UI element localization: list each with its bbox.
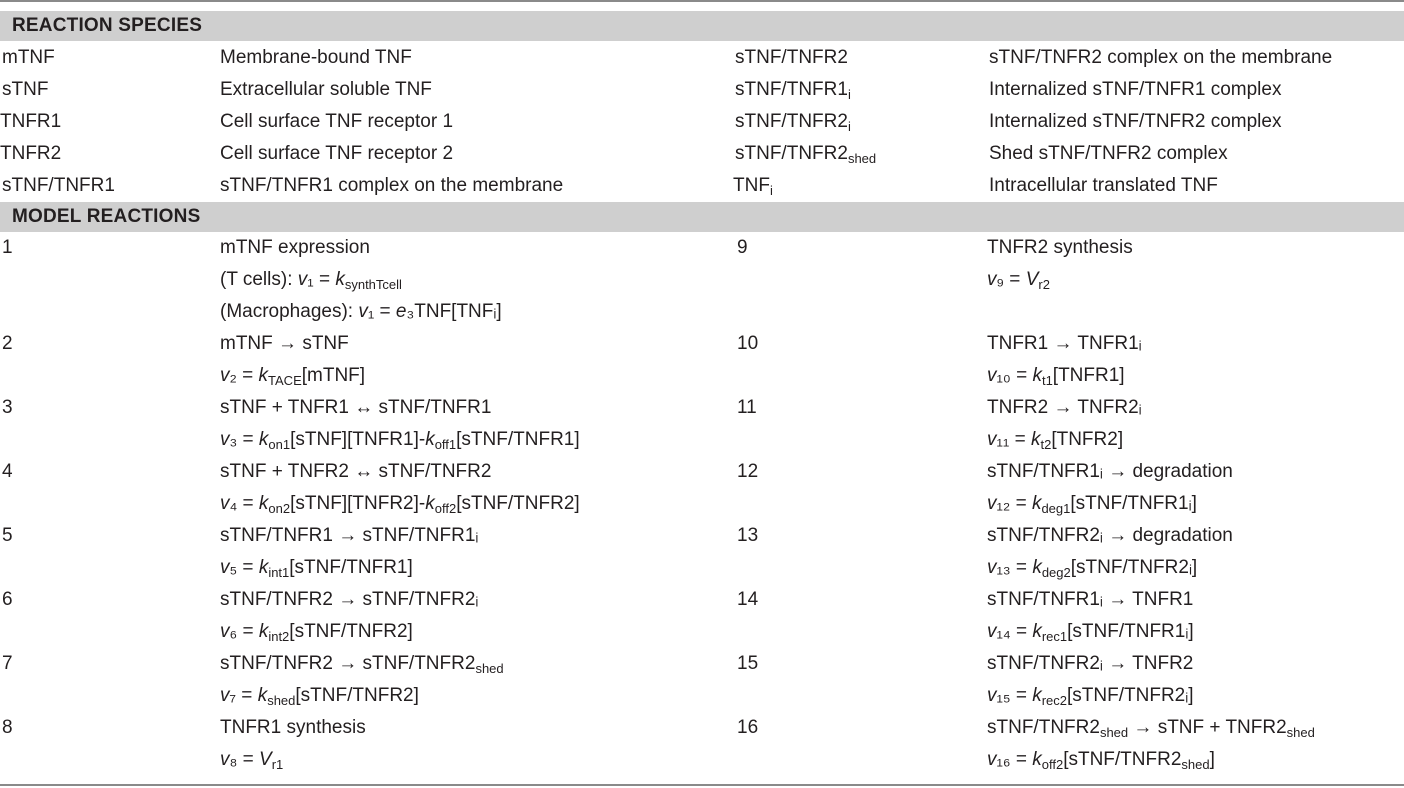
- species-abbr: TNFR1: [0, 111, 62, 132]
- reaction-equation: sTNF/TNFR2shed → sTNF + TNFR2shed: [987, 717, 1315, 740]
- species-abbr-text: sTNF/TNFR2: [735, 143, 848, 164]
- reaction-equation: TNFR2 → TNFR2ᵢ: [987, 397, 1142, 418]
- reaction-rate: v₁₆ = koff2[sTNF/TNFR2shed]: [987, 749, 1215, 772]
- reaction-rate: v₁₂ = kdeg1[sTNF/TNFR1ᵢ]: [987, 493, 1197, 516]
- reaction-rate: v₈ = Vr1: [220, 749, 284, 772]
- reaction-number: 15: [737, 653, 759, 674]
- reaction-number: 6: [2, 589, 13, 610]
- reaction-number: 9: [737, 237, 748, 258]
- reaction-equation: sTNF/TNFR1ᵢ → degradation: [987, 461, 1233, 482]
- reaction-number: 14: [737, 589, 759, 610]
- reaction-equation: sTNF/TNFR1ᵢ → TNFR1: [987, 589, 1194, 610]
- species-desc: Internalized sTNF/TNFR2 complex: [989, 111, 1282, 132]
- reaction-rate: (Macrophages): v₁ = e₃TNF[TNFᵢ]: [220, 301, 502, 322]
- reaction-number: 13: [737, 525, 759, 546]
- reaction-number: 5: [2, 525, 13, 546]
- reaction-equation: mTNF expression: [220, 237, 370, 258]
- reaction-number: 16: [737, 717, 759, 738]
- species-abbr: sTNF: [2, 79, 49, 100]
- reaction-number: 3: [2, 397, 13, 418]
- species-abbr-subscript: i: [847, 87, 851, 102]
- reaction-equation: sTNF + TNFR1 ↔ sTNF/TNFR1: [220, 397, 492, 418]
- reaction-number: 8: [2, 717, 13, 738]
- top-rule: [0, 0, 1404, 2]
- species-desc: sTNF/TNFR1 complex on the membrane: [220, 175, 564, 196]
- species-desc: Cell surface TNF receptor 1: [220, 111, 454, 132]
- reaction-equation: TNFR1 synthesis: [220, 717, 366, 738]
- reaction-rate: v₉ = Vr2: [987, 269, 1050, 292]
- species-abbr-subscript: i: [847, 119, 851, 134]
- reaction-equation: sTNF/TNFR1 → sTNF/TNFR1ᵢ: [220, 525, 479, 546]
- species-abbr-subscript: i: [769, 183, 773, 198]
- reaction-rate: v₂ = kTACE[mTNF]: [220, 365, 366, 388]
- reaction-number: 12: [737, 461, 759, 482]
- species-abbr: TNFi: [733, 175, 773, 197]
- species-abbr: mTNF: [2, 47, 55, 68]
- reaction-rate: v₁₃ = kdeg2[sTNF/TNFR2ᵢ]: [987, 557, 1198, 580]
- species-abbr-text: sTNF/TNFR2: [735, 47, 848, 68]
- species-abbr: sTNF/TNFR2: [735, 47, 848, 69]
- reaction-equation: sTNF/TNFR2ᵢ → degradation: [987, 525, 1233, 546]
- species-abbr-subscript: shed: [847, 151, 877, 166]
- species-desc: Intracellular translated TNF: [989, 175, 1218, 196]
- reaction-equation: mTNF → sTNF: [220, 333, 349, 354]
- reaction-number: 11: [737, 397, 757, 418]
- species-desc: Shed sTNF/TNFR2 complex: [989, 143, 1228, 164]
- reaction-rate: v₆ = kint2[sTNF/TNFR2]: [220, 621, 413, 644]
- reaction-equation: sTNF + TNFR2 ↔ sTNF/TNFR2: [220, 461, 492, 482]
- species-desc: Extracellular soluble TNF: [220, 79, 432, 100]
- section-header-species: REACTION SPECIES: [0, 11, 1404, 41]
- species-desc: Cell surface TNF receptor 2: [220, 143, 454, 164]
- reaction-rate: v₁₅ = krec2[sTNF/TNFR2ᵢ]: [987, 685, 1194, 708]
- reaction-rate: v₁₀ = kt1[TNFR1]: [987, 365, 1125, 388]
- reaction-rate: v₃ = kon1[sTNF][TNFR1]-koff1[sTNF/TNFR1]: [220, 429, 580, 452]
- species-abbr: sTNF/TNFR1i: [735, 79, 851, 101]
- reaction-equation: TNFR2 synthesis: [987, 237, 1133, 258]
- species-desc: Internalized sTNF/TNFR1 complex: [989, 79, 1282, 100]
- reaction-number: 2: [2, 333, 13, 354]
- reaction-rate: v₁₁ = kt2[TNFR2]: [987, 429, 1124, 452]
- reaction-equation: sTNF/TNFR2 → sTNF/TNFR2ᵢ: [220, 589, 479, 610]
- reaction-rate: v₄ = kon2[sTNF][TNFR2]-koff2[sTNF/TNFR2]: [220, 493, 580, 516]
- reaction-rate: (T cells): v₁ = ksynthTcell: [220, 269, 402, 292]
- section-header-reactions: MODEL REACTIONS: [0, 202, 1404, 232]
- species-abbr-text: TNF: [733, 175, 770, 196]
- reaction-equation: sTNF/TNFR2 → sTNF/TNFR2shed: [220, 653, 504, 676]
- section-title-species: REACTION SPECIES: [12, 15, 203, 36]
- species-desc: sTNF/TNFR2 complex on the membrane: [989, 47, 1333, 68]
- reaction-number: 7: [2, 653, 13, 674]
- reaction-rate: v₁₄ = krec1[sTNF/TNFR1ᵢ]: [987, 621, 1194, 644]
- reaction-equation: sTNF/TNFR2ᵢ → TNFR2: [987, 653, 1194, 674]
- species-abbr: sTNF/TNFR1: [2, 175, 115, 196]
- species-abbr-text: sTNF/TNFR1: [735, 79, 848, 100]
- reaction-number: 4: [2, 461, 13, 482]
- species-abbr: sTNF/TNFR2i: [735, 111, 851, 133]
- species-abbr-text: sTNF/TNFR2: [735, 111, 848, 132]
- section-title-reactions: MODEL REACTIONS: [12, 206, 201, 227]
- reaction-number: 1: [2, 237, 13, 258]
- species-abbr: sTNF/TNFR2shed: [735, 143, 876, 165]
- reaction-equation: TNFR1 → TNFR1ᵢ: [987, 333, 1142, 354]
- reaction-rate: v₇ = kshed[sTNF/TNFR2]: [220, 685, 419, 708]
- bottom-rule: [0, 784, 1404, 786]
- species-abbr: TNFR2: [0, 143, 62, 164]
- reaction-rate: v₅ = kint1[sTNF/TNFR1]: [220, 557, 413, 580]
- species-desc: Membrane-bound TNF: [220, 47, 412, 68]
- reaction-number: 10: [737, 333, 759, 354]
